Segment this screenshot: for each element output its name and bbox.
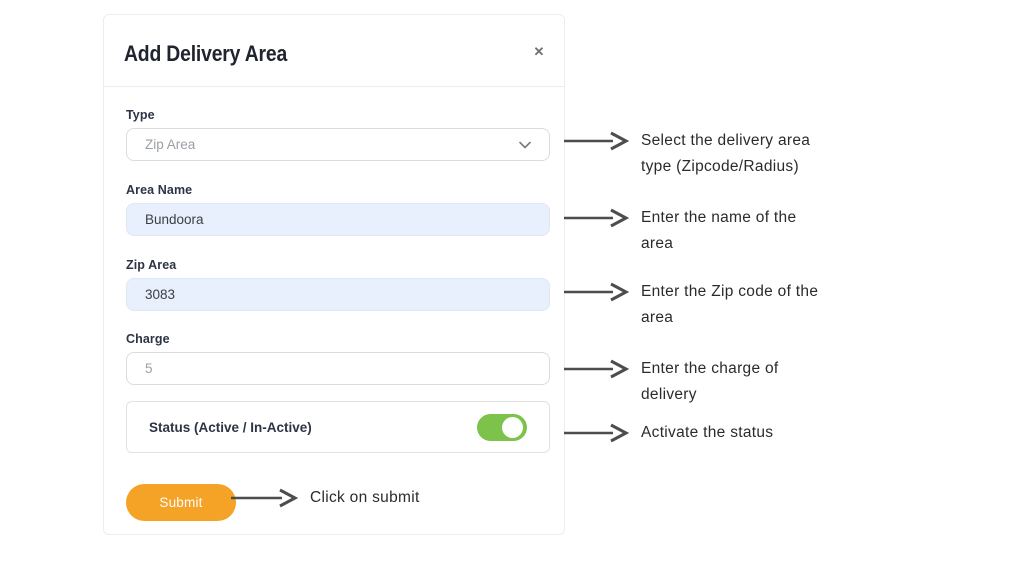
- arrow-right-icon: [564, 423, 629, 443]
- annotation-line: Enter the name of the: [641, 209, 797, 226]
- type-label: Type: [126, 108, 155, 122]
- arrow-right-icon: [564, 131, 629, 151]
- annotation-line: area: [641, 235, 674, 252]
- status-row: Status (Active / In-Active): [126, 401, 550, 453]
- annotation-line: area: [641, 309, 674, 326]
- charge-input[interactable]: [126, 352, 550, 385]
- annotation-line: Activate the status: [641, 424, 774, 441]
- close-icon[interactable]: ✕: [533, 44, 545, 59]
- area-name-label: Area Name: [126, 183, 193, 197]
- header-divider: [104, 86, 564, 87]
- annotation-charge: Enter the charge of delivery: [563, 356, 779, 408]
- annotation-line: delivery: [641, 386, 697, 403]
- arrow-right-icon: [564, 208, 629, 228]
- annotation-line: Enter the charge of: [641, 360, 779, 377]
- submit-button[interactable]: Submit: [126, 484, 236, 521]
- charge-label: Charge: [126, 332, 170, 346]
- annotation-submit: Click on submit: [230, 485, 420, 511]
- annotation-line: Click on submit: [310, 489, 420, 506]
- arrow-right-icon: [564, 282, 629, 302]
- add-delivery-area-modal: Add Delivery Area ✕ Type Zip Area Area N…: [103, 14, 565, 535]
- status-toggle[interactable]: [477, 413, 527, 441]
- annotation-line: Select the delivery area: [641, 132, 811, 149]
- chevron-down-icon: [519, 141, 531, 148]
- zip-area-label: Zip Area: [126, 258, 177, 272]
- annotation-type: Select the delivery area type (Zipcode/R…: [563, 128, 810, 180]
- annotation-status: Activate the status: [563, 420, 773, 446]
- annotation-zip: Enter the Zip code of the area: [563, 279, 818, 331]
- toggle-knob: [502, 416, 523, 438]
- status-label: Status (Active / In-Active): [149, 419, 312, 435]
- annotation-line: type (Zipcode/Radius): [641, 158, 799, 175]
- area-name-input[interactable]: [126, 203, 550, 236]
- zip-area-input[interactable]: [126, 278, 550, 311]
- arrow-right-icon: [231, 488, 298, 508]
- type-select[interactable]: Zip Area: [126, 128, 550, 161]
- annotation-line: Enter the Zip code of the: [641, 283, 819, 300]
- type-select-value: Zip Area: [145, 137, 196, 152]
- modal-title: Add Delivery Area: [124, 41, 288, 66]
- arrow-right-icon: [564, 359, 629, 379]
- annotation-area-name: Enter the name of the area: [563, 205, 796, 257]
